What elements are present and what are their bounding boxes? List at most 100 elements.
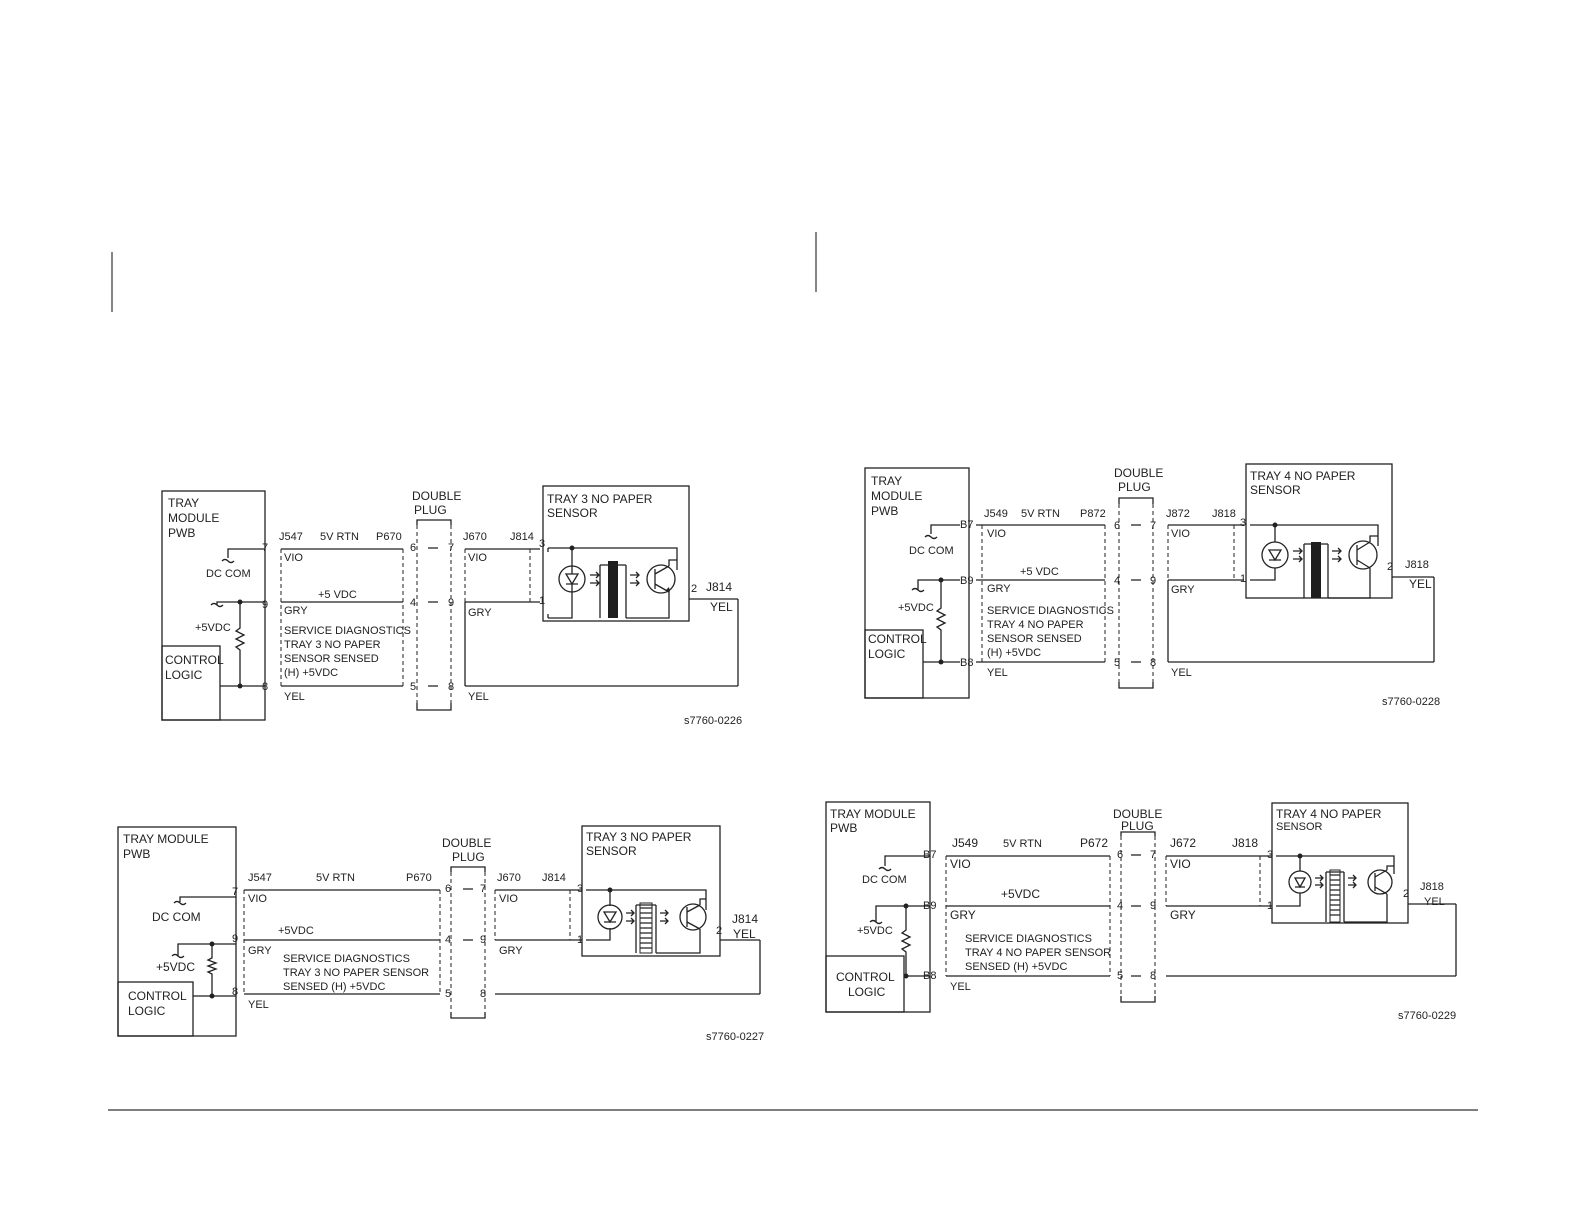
wiring-diagram-s7760-0229: TRAY MODULE PWB CONTROL LOGIC DC COM +5V… — [825, 801, 1457, 1022]
plus5-supply-icon — [210, 601, 265, 608]
diag-line-3: SENSED (H) +5VDC — [965, 961, 1067, 973]
plug-left-pin-1: 6 — [1117, 849, 1123, 861]
sensor-box — [542, 485, 690, 622]
plug-left-pin-1: 6 — [410, 542, 416, 554]
pullup-resistor-icon — [900, 906, 912, 976]
vdc-line-label: +5VDC — [278, 925, 314, 937]
connector-j-mid: J670 — [463, 531, 487, 543]
sensor-box — [1271, 802, 1409, 924]
wire-gry-right: GRY — [468, 607, 492, 619]
sensor-pin-2: 2 — [1403, 888, 1409, 900]
plug-left-pin-3: 5 — [1117, 970, 1123, 982]
diag-line-2: TRAY 3 NO PAPER SENSOR — [283, 967, 429, 979]
pin-9: 9 — [262, 599, 268, 611]
plug-left-pin-2: 4 — [1114, 575, 1120, 587]
sensor-pin-1: 1 — [539, 595, 545, 607]
diag-line-2: TRAY 4 NO PAPER — [987, 619, 1084, 631]
dc-com-ground-icon — [221, 548, 265, 564]
wire-vio-right: VIO — [1170, 857, 1191, 871]
wiring-diagram-s7760-0228: TRAY MODULE PWB CONTROL LOGIC DC COM +5V… — [864, 463, 1440, 708]
plug-label-1: DOUBLE — [1114, 466, 1163, 480]
plug-label-2: PLUG — [452, 850, 485, 864]
plus5-label: +5VDC — [195, 622, 231, 634]
diag-line-3: SENSOR SENSED — [284, 653, 379, 665]
control-label-1: CONTROL — [868, 632, 927, 646]
connector-j-out: J814 — [732, 912, 758, 926]
plug-left-pin-1: 6 — [1114, 520, 1120, 532]
dc-com-ground-icon — [173, 896, 236, 906]
dc-com-label: DC COM — [152, 910, 201, 924]
plug-right-pin-2: 9 — [1150, 900, 1156, 912]
plug-label-2: PLUG — [1118, 480, 1151, 494]
plug-right-pin-2: 9 — [1150, 575, 1156, 587]
plus5-label: +5VDC — [857, 925, 893, 937]
dc-com-label: DC COM — [206, 568, 251, 580]
plug-label-1: DOUBLE — [412, 489, 461, 503]
actuator-flag-icon — [1329, 869, 1341, 923]
figure-code: s7760-0229 — [1398, 1010, 1456, 1022]
pin-8: B8 — [960, 657, 973, 669]
sensor-label-2: SENSOR — [547, 506, 598, 520]
pin-9: B9 — [923, 900, 936, 912]
wire-gry-left: GRY — [248, 945, 272, 957]
connector-p-left: P670 — [406, 872, 432, 884]
connector-j-sensor: J814 — [542, 872, 566, 884]
dc-com-ground-icon — [924, 524, 960, 540]
sensor-pin-3: 3 — [577, 883, 583, 895]
plug-right-pin-1: 7 — [480, 883, 486, 895]
wire-out: YEL — [1424, 896, 1445, 908]
wire-gry-left: GRY — [284, 605, 308, 617]
wiring-diagram-s7760-0226: TRAY MODULE PWB CONTROL LOGIC DC COM +5V… — [161, 485, 742, 727]
sensor-pin-2: 2 — [1387, 561, 1393, 573]
control-label-1: CONTROL — [165, 653, 224, 667]
wire-yel-left: YEL — [950, 981, 971, 993]
sensor-label-1: TRAY 4 NO PAPER — [1250, 469, 1356, 483]
plug-right-pin-2: 9 — [448, 597, 454, 609]
connector-j-left: J547 — [279, 531, 303, 543]
plug-right-pin-1: 7 — [1150, 849, 1156, 861]
led-emitter-icon — [1288, 870, 1312, 894]
wire-out: YEL — [733, 927, 756, 941]
plug-left-pin-2: 4 — [1117, 900, 1123, 912]
connector-j-out: J818 — [1420, 881, 1444, 893]
plug-right-pin-3: 8 — [448, 681, 454, 693]
module-label-3: PWB — [871, 504, 898, 518]
plug-label-1: DOUBLE — [442, 836, 491, 850]
figure-code: s7760-0228 — [1382, 696, 1440, 708]
wire-vio-left: VIO — [248, 893, 267, 905]
connector-j-mid: J670 — [497, 872, 521, 884]
actuator-flag-icon — [1311, 542, 1321, 598]
connector-j-sensor: J818 — [1232, 836, 1258, 850]
plus5-label: +5VDC — [156, 960, 195, 974]
module-label-2: PWB — [830, 821, 857, 835]
dc-com-label: DC COM — [909, 545, 954, 557]
module-label-2: MODULE — [871, 489, 922, 503]
diag-line-3: SENSED (H) +5VDC — [283, 981, 385, 993]
plus5-supply-icon — [171, 943, 236, 959]
plug-label-2: PLUG — [414, 503, 447, 517]
sensor-label-2: SENSOR — [1276, 821, 1323, 833]
vdc-line-label: +5 VDC — [318, 589, 357, 601]
plus5-supply-icon — [869, 905, 930, 925]
module-label-2: PWB — [123, 847, 150, 861]
pin-7: B7 — [960, 519, 973, 531]
sensor-pin-2: 2 — [716, 925, 722, 937]
control-logic-box — [117, 981, 194, 1037]
wiring-diagram-s7760-0227: TRAY MODULE PWB CONTROL LOGIC DC COM +5V… — [117, 825, 764, 1043]
pin-9: B9 — [960, 575, 973, 587]
plug-right-pin-3: 8 — [1150, 657, 1156, 669]
plug-right-pin-2: 9 — [480, 934, 486, 946]
phototransistor-icon — [646, 564, 676, 594]
sensor-pin-1: 1 — [1267, 900, 1273, 912]
pin-7: 7 — [262, 542, 268, 554]
connector-j-mid: J672 — [1170, 836, 1196, 850]
wire-yel-left: YEL — [248, 999, 269, 1011]
pin-7: 7 — [232, 886, 238, 898]
diag-line-4: (H) +5VDC — [987, 647, 1041, 659]
wire-yel-left: YEL — [284, 691, 305, 703]
control-label-1: CONTROL — [836, 970, 895, 984]
module-label-1: TRAY — [168, 496, 199, 510]
sensor-label-2: SENSOR — [586, 844, 637, 858]
control-label-2: LOGIC — [868, 647, 906, 661]
sensor-pin-2: 2 — [691, 583, 697, 595]
